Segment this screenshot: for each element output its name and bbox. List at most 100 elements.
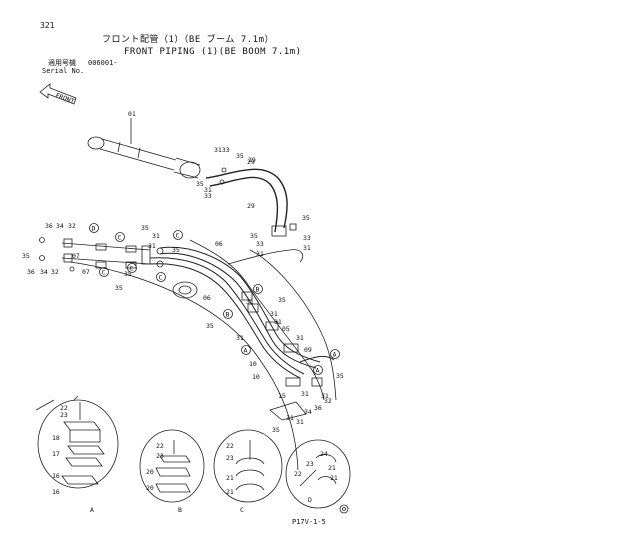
svg-text:31: 31 [204,186,212,194]
svg-text:35: 35 [278,296,286,304]
svg-text:A: A [333,351,337,359]
svg-text:35: 35 [250,232,258,240]
svg-text:35: 35 [115,284,123,292]
svg-text:32: 32 [68,222,76,230]
svg-text:23: 23 [156,452,164,460]
svg-text:22: 22 [60,404,68,412]
svg-text:20: 20 [146,484,154,492]
svg-text:35: 35 [302,214,310,222]
svg-text:3133: 3133 [214,146,230,154]
svg-text:C: C [130,265,134,273]
title-japanese: フロント配管（1）（BE ブーム 7.1m） [102,35,274,45]
svg-text:33: 33 [303,234,311,242]
svg-text:21: 21 [330,474,338,482]
svg-text:31: 31 [286,414,294,422]
svg-text:31: 31 [296,334,304,342]
svg-text:31: 31 [301,390,309,398]
callout-numbers: 3133 35 29 35 31 33 35 35 33 33 31 31 06… [22,146,344,434]
svg-text:32: 32 [324,397,332,405]
svg-text:34: 34 [40,268,48,276]
detail-view-c: 22 23 21 21 C [213,429,283,514]
svg-text:35: 35 [172,246,180,254]
svg-text:36: 36 [314,404,322,412]
svg-text:15: 15 [278,392,286,400]
svg-text:C: C [159,274,163,282]
svg-text:31: 31 [296,418,304,426]
svg-text:33: 33 [204,192,212,200]
svg-text:23: 23 [60,411,68,419]
svg-text:31: 31 [303,244,311,252]
svg-text:31: 31 [270,310,278,318]
page-number: 321 [40,21,55,30]
svg-text:29: 29 [247,158,255,166]
svg-text:35: 35 [206,322,214,330]
svg-text:29: 29 [248,156,256,164]
svg-text:34: 34 [304,408,312,416]
title-english: FRONT PIPING (1)(BE BOOM 7.1m) [124,47,302,57]
svg-text:A: A [244,347,248,355]
svg-text:33: 33 [256,240,264,248]
svg-text:23: 23 [226,454,234,462]
boom-outline [69,239,337,471]
svg-text:34: 34 [56,222,64,230]
boom-pipes [149,246,335,379]
svg-text:22: 22 [226,442,234,450]
svg-text:D: D [308,496,312,504]
svg-text:07: 07 [82,268,90,276]
svg-text:16: 16 [52,488,60,496]
detail-view-b: 22 23 20 20 B [139,429,205,514]
svg-text:35: 35 [22,252,30,260]
svg-text:31: 31 [236,334,244,342]
svg-text:36: 36 [27,268,35,276]
svg-text:35: 35 [272,426,280,434]
svg-text:31: 31 [246,298,254,306]
svg-text:22: 22 [294,470,302,478]
svg-text:B: B [226,311,230,319]
svg-text:22: 22 [156,442,164,450]
svg-text:31: 31 [321,392,329,400]
serial-label-english: Serial No. [42,67,85,75]
svg-text:D: D [92,225,96,233]
svg-text:31: 31 [152,232,160,240]
serial-label-japanese: 適用号機 [48,59,76,67]
hose-29 [205,168,288,233]
svg-text:01: 01 [128,110,136,118]
detail-view-a: 22 23 18 17 16 16 A [35,395,119,514]
svg-text:17: 17 [52,450,60,458]
svg-text:23: 23 [306,460,314,468]
svg-text:10: 10 [252,373,260,381]
svg-text:35: 35 [141,224,149,232]
svg-text:32: 32 [51,268,59,276]
svg-text:31: 31 [148,242,156,250]
svg-text:06: 06 [203,294,211,302]
svg-text:24: 24 [320,450,328,458]
svg-text:36: 36 [45,222,53,230]
svg-text:10: 10 [249,360,257,368]
serial-value: 006001- [88,59,118,67]
svg-text:C: C [240,506,244,514]
svg-text:07: 07 [72,252,80,260]
svg-text:35: 35 [336,372,344,380]
detail-view-d: 24 23 22 21 21 D [285,439,351,509]
svg-text:35: 35 [124,270,132,278]
svg-text:29: 29 [247,202,255,210]
svg-text:B: B [256,286,260,294]
svg-text:35: 35 [196,180,204,188]
svg-text:20: 20 [146,468,154,476]
svg-text:18: 18 [52,434,60,442]
svg-text:06: 06 [215,240,223,248]
svg-text:C: C [118,234,122,242]
front-arrow-label: FRONT [54,91,75,105]
svg-text:31: 31 [256,250,264,258]
svg-text:A: A [90,506,94,514]
svg-text:B: B [178,506,182,514]
svg-text:C: C [176,232,180,240]
svg-text:21: 21 [226,488,234,496]
svg-text:21: 21 [328,464,336,472]
svg-text:09: 09 [304,346,312,354]
boom-cylinder: 01 [87,110,201,179]
left-fittings-cluster [39,237,164,272]
svg-text:31: 31 [274,318,282,326]
view-markers: D C C C C C B B A A A [89,223,340,375]
